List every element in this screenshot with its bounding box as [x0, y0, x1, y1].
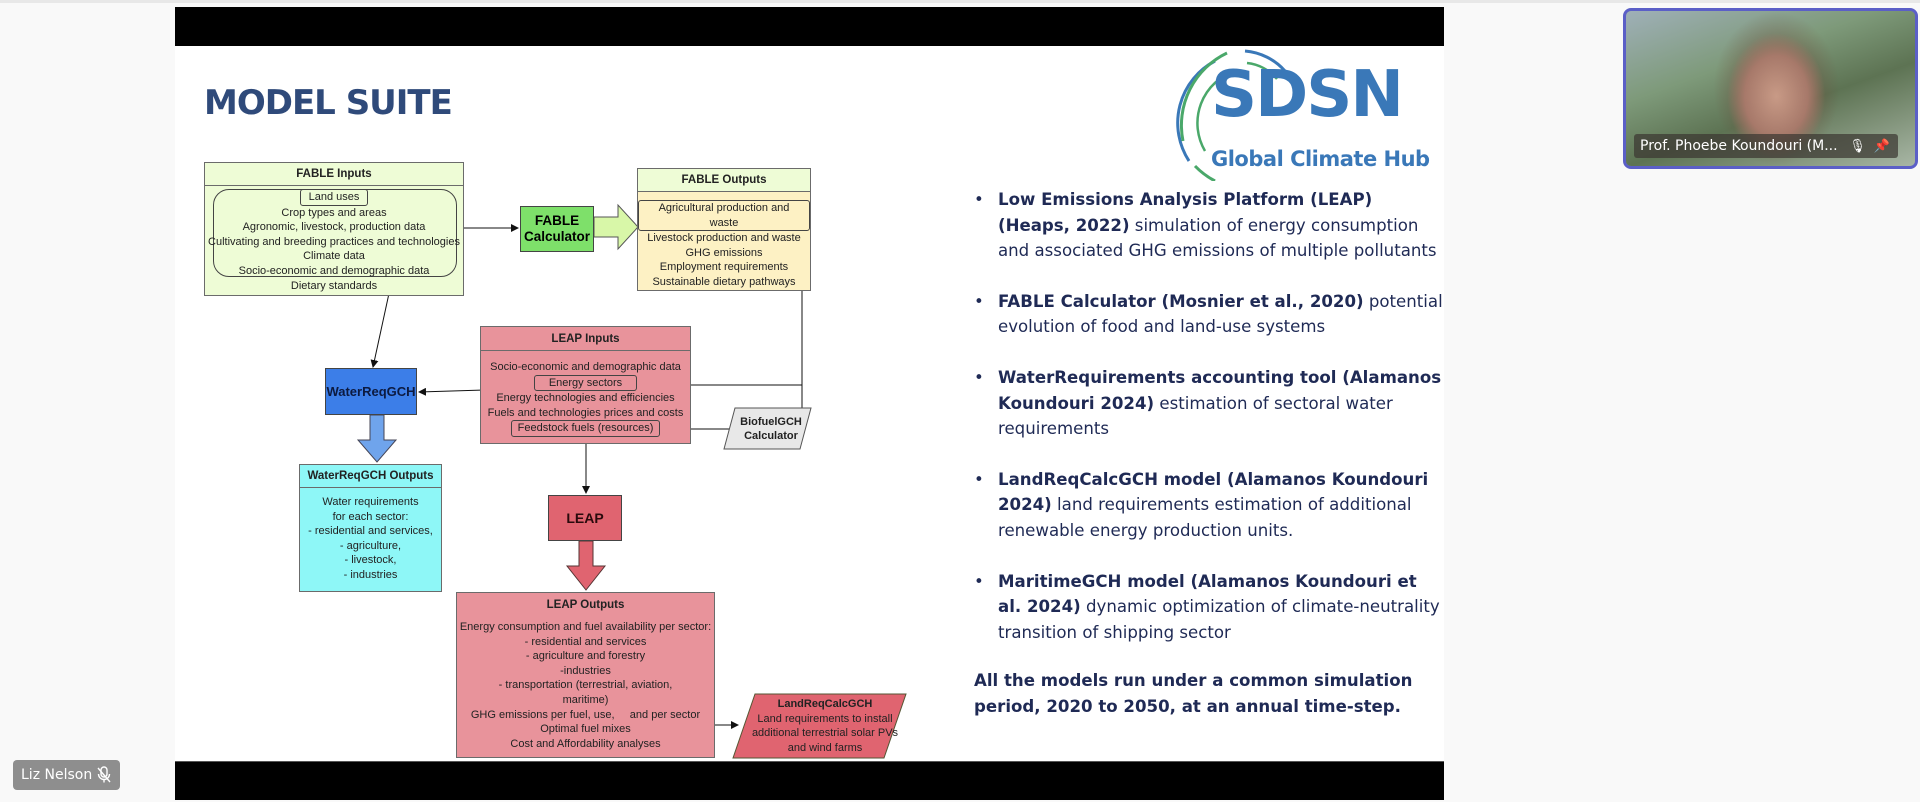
logo-wordmark: SDSN	[1211, 58, 1404, 132]
bullet-text: dynamic optimization of climate-neutrali…	[998, 597, 1440, 642]
speaker-name: Prof. Phoebe Koundouri (M...	[1640, 138, 1838, 154]
arrow-waterreq-to-outputs	[356, 414, 398, 463]
leap-output-item: Energy consumption and fuel availability…	[459, 621, 712, 633]
participant-badge-self: Liz Nelson	[13, 760, 121, 790]
bullet-text: estimation of sectoral water requirement…	[998, 393, 1393, 439]
leap-outputs-box: LEAP Outputs Energy consumption and fuel…	[456, 592, 715, 758]
fable-input-item: Dietary standards	[290, 279, 378, 292]
bullet-item-landreq: • LandReqCalcGCH model (Alamanos Koundour…	[974, 467, 1444, 544]
shared-slide: MODEL SUITE SDSN Global Climate Hub	[175, 7, 1444, 800]
waterreq-output-item: - residential and services,	[308, 525, 433, 538]
summary-text: All the models run under a common simula…	[974, 671, 1413, 716]
leap-node: LEAP	[548, 495, 622, 541]
logo-subtitle: Global Climate Hub	[1211, 147, 1430, 171]
leap-inputs-box: LEAP Inputs Socio-economic and demograph…	[480, 326, 691, 444]
fable-outputs-header: FABLE Outputs	[638, 169, 810, 192]
bullet-icon: •	[974, 190, 984, 209]
fable-input-item: Crop types and areas	[281, 206, 387, 219]
waterreq-output-item: - agriculture,	[339, 539, 402, 552]
participant-name: Liz Nelson	[21, 767, 93, 783]
leap-input-item: Fuels and technologies prices and costs	[487, 406, 684, 419]
biofuel-calculator-node: BiofuelGCH Calculator	[735, 408, 807, 449]
microphone-icon: 🎙	[1849, 138, 1866, 154]
bullet-item-maritime: • MaritimeGCH model (Alamanos Koundouri e…	[974, 569, 1444, 646]
landreq-item: Land requirements to install	[757, 712, 893, 725]
waterreq-output-item: Water requirements	[322, 496, 419, 508]
leap-output-item: Cost and Affordability analyses	[510, 737, 661, 750]
leap-input-energy-sectors: Energy sectors	[533, 374, 638, 392]
fable-output-item: Sustainable dietary pathways	[652, 275, 796, 288]
leap-output-item: - transportation (terrestrial, aviation,	[498, 679, 673, 692]
slide-letterbox-top	[175, 7, 1444, 46]
fable-input-item: Agronomic, livestock, production data	[242, 221, 426, 234]
pin-icon[interactable]: 📌	[1873, 138, 1890, 154]
landreq-item: and wind farms	[787, 741, 863, 754]
bullet-bold: FABLE Calculator (Mosnier et al., 2020)	[998, 291, 1364, 311]
slide-letterbox-bottom	[175, 761, 1444, 800]
fable-outputs-box: FABLE Outputs Agricultural production an…	[637, 168, 811, 291]
bullet-text: land requirements estimation of addition…	[998, 495, 1412, 540]
sdsn-logo: SDSN Global Climate Hub	[1175, 41, 1430, 183]
microphone-muted-icon	[97, 766, 111, 783]
bullet-bold: MaritimeGCH model (Alamanos Koundouri et…	[998, 571, 1417, 617]
leap-input-item: Socio-economic and demographic data	[490, 361, 681, 373]
waterreq-outputs-header: WaterReqGCH Outputs	[300, 465, 441, 488]
landreq-title: LandReqCalcGCH	[777, 698, 873, 710]
leap-output-item: - residential and services	[524, 635, 647, 648]
bullet-icon: •	[974, 469, 984, 489]
bullet-item-leap: • Low Emissions Analysis Platform (LEAP) …	[974, 187, 1444, 264]
fable-calculator-node: FABLE Calculator	[520, 206, 594, 252]
arrow-leap-to-outputs	[565, 540, 607, 591]
fable-input-item: Socio-economic and demographic data	[238, 264, 430, 277]
leap-output-item: - agriculture and forestry	[525, 650, 646, 663]
fable-output-item: Livestock production and waste	[647, 232, 801, 245]
fable-calculator-line2: Calculator	[523, 229, 591, 244]
fable-output-agricultural: Agricultural production and waste	[638, 200, 810, 232]
bullet-icon: •	[974, 291, 984, 311]
top-border	[0, 0, 1920, 3]
landreq-item: additional terrestrial solar PVs	[751, 727, 899, 739]
fable-output-item: Employment requirements	[659, 261, 789, 274]
leap-input-item: Energy technologies and efficiencies	[496, 392, 675, 405]
speaker-video-tile[interactable]: Prof. Phoebe Koundouri (M... 🎙 📌	[1623, 8, 1918, 169]
waterreq-output-item: - industries	[343, 568, 398, 581]
bullet-item-fable: • FABLE Calculator (Mosnier et al., 2020)…	[974, 289, 1444, 340]
leap-input-feedstock: Feedstock fuels (resources)	[510, 420, 661, 437]
bullet-bold: LandReqCalcGCH model (Alamanos Koundouri…	[998, 469, 1429, 515]
fable-output-item: GHG emissions	[685, 246, 763, 259]
speaker-name-label: Prof. Phoebe Koundouri (M... 🎙 📌	[1634, 134, 1898, 158]
fable-input-item: Cultivating and breeding practices and t…	[208, 235, 460, 248]
bullet-icon: •	[974, 571, 984, 591]
waterreq-outputs-box: WaterReqGCH Outputs Water requirements f…	[299, 464, 442, 592]
fable-calculator-line1: FABLE	[534, 213, 580, 228]
fable-input-item: Climate data	[303, 250, 365, 263]
biofuel-line2: Calculator	[744, 429, 798, 442]
leap-output-item: Optimal fuel mixes	[540, 723, 631, 736]
waterreq-output-item: - livestock,	[344, 554, 397, 567]
fable-input-land-uses: Land uses	[299, 189, 369, 206]
biofuel-line1: BiofuelGCH	[740, 415, 802, 428]
landreq-node: LandReqCalcGCH Land requirements to inst…	[750, 695, 900, 757]
leap-outputs-header: LEAP Outputs	[546, 598, 625, 611]
waterreq-output-item: for each sector:	[332, 510, 409, 523]
bullet-icon: •	[974, 367, 984, 387]
bullet-bold: WaterRequirements accounting tool (Alama…	[998, 367, 1442, 413]
arrow-calculator-to-outputs	[593, 203, 639, 251]
fable-inputs-box: FABLE Inputs Land uses Crop types and ar…	[204, 162, 464, 296]
bullet-bold: Low Emissions Analysis Platform (LEAP) (…	[998, 190, 1373, 235]
fable-inputs-header: FABLE Inputs	[205, 163, 463, 186]
bullet-text: potential evolution of food and land-use…	[998, 291, 1443, 337]
sdsn-arcs-icon	[1176, 49, 1287, 183]
bullet-list: • Low Emissions Analysis Platform (LEAP) …	[974, 187, 1444, 720]
slide-title: MODEL SUITE	[204, 83, 453, 123]
leap-output-item: GHG emissions per fuel, use, and per sec…	[470, 708, 701, 721]
leap-inputs-header: LEAP Inputs	[481, 327, 690, 351]
leap-output-item: maritime)	[562, 693, 609, 706]
waterreq-node: WaterReqGCH	[325, 368, 417, 415]
leap-output-item: -industries	[560, 664, 611, 677]
bullet-text: simulation of energy consumption and ass…	[998, 215, 1437, 261]
bullet-item-waterreq: • WaterRequirements accounting tool (Alam…	[974, 365, 1444, 442]
